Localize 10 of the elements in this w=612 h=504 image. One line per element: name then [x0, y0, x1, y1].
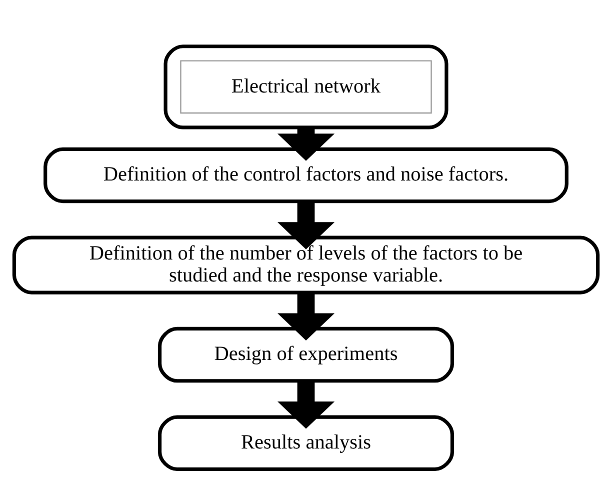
cluster — [164, 44, 448, 130]
node-box: Definition of the number of levels of the factors to be studied and the response variable. — [12, 236, 600, 294]
node-box: Design of experiments — [158, 326, 454, 383]
arrow — [277, 201, 335, 250]
node-box: Definition of the control factors and noise factors. — [44, 147, 568, 204]
arrow — [277, 127, 335, 161]
arrow — [277, 380, 335, 429]
arrow — [277, 292, 335, 340]
node-box: Results analysis — [158, 415, 454, 472]
node-box: Electrical network — [180, 60, 432, 114]
